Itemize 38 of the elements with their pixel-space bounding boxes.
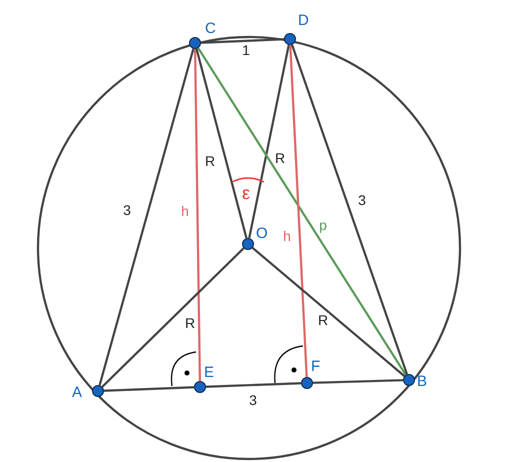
line-segment [289, 44, 308, 378]
point [301, 377, 313, 389]
line-segment [248, 44, 290, 238]
point-label: A [72, 385, 82, 400]
point-label: B [417, 374, 428, 389]
point [284, 33, 296, 45]
line-segment [104, 386, 194, 392]
line-segment [194, 48, 202, 382]
point [189, 37, 201, 49]
edge-label: h [180, 204, 190, 218]
edge-label: R [316, 313, 330, 327]
line-segment [195, 48, 248, 238]
point-label: O [256, 226, 268, 241]
line-segment [98, 48, 194, 386]
line-segment [312, 379, 404, 384]
point-label: C [205, 21, 216, 36]
point [92, 385, 104, 397]
edge-label: R [204, 154, 216, 168]
point [242, 238, 254, 250]
edge-label: R [274, 151, 286, 165]
edge-label: 1 [241, 43, 251, 57]
edge-label: 3 [122, 203, 132, 217]
point-label: F [311, 359, 320, 374]
line-segment [252, 247, 406, 377]
angle-label: ε [242, 184, 250, 202]
point-label: D [298, 13, 309, 28]
line-segment [102, 247, 244, 388]
point [194, 381, 206, 393]
point-label: E [204, 365, 214, 380]
line-segment [290, 44, 408, 375]
edge-label: 3 [248, 393, 258, 407]
line-segment [197, 47, 407, 376]
line-segment [200, 38, 284, 44]
edge-label: 3 [357, 193, 367, 207]
edge-label: R [184, 316, 196, 330]
point [403, 374, 415, 386]
line-segment [206, 382, 302, 388]
edge-label: h [282, 229, 292, 243]
